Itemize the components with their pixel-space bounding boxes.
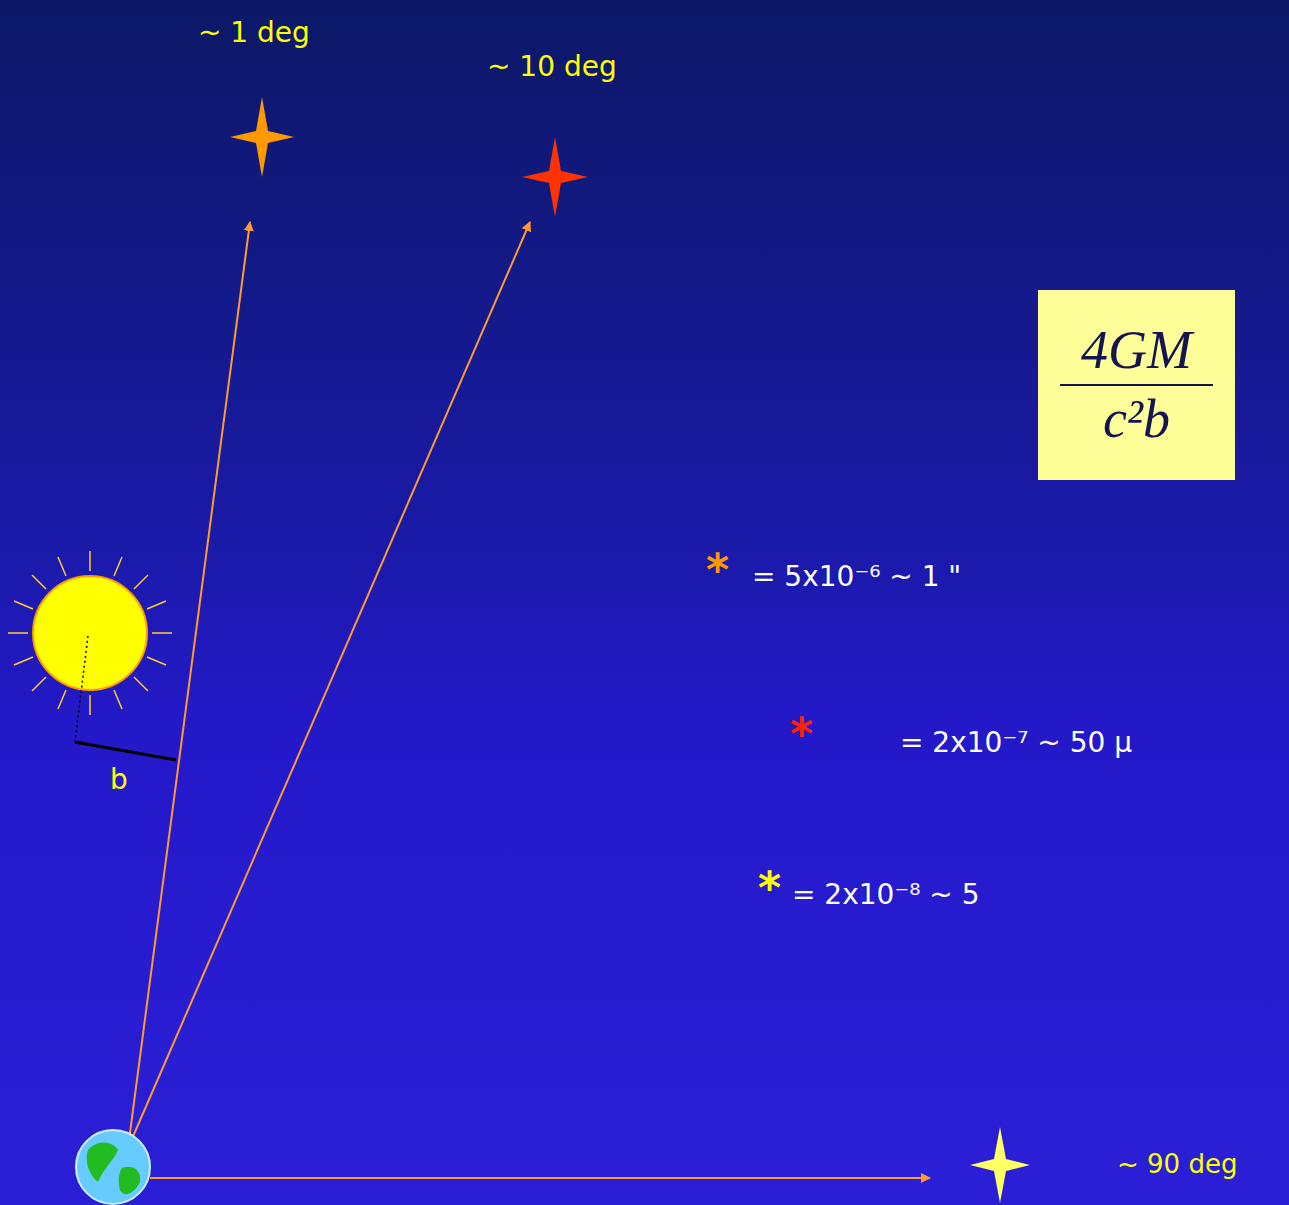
earth bbox=[76, 1130, 150, 1204]
deflection-value: = 2x10⁻⁷ ~ 50 µ bbox=[900, 728, 1132, 759]
sun bbox=[33, 576, 147, 690]
formula-box: 4GM c²b bbox=[1038, 290, 1235, 480]
earth-land bbox=[87, 1143, 118, 1183]
light-ray bbox=[150, 1177, 930, 1179]
angle-label: ~ 1 deg bbox=[198, 18, 310, 49]
fraction-bar bbox=[1060, 384, 1213, 386]
earth-land bbox=[119, 1167, 141, 1194]
formula-numerator: 4GM bbox=[1081, 321, 1192, 380]
star-marker: * bbox=[706, 546, 729, 594]
star bbox=[522, 137, 588, 217]
radius-dotted bbox=[75, 636, 88, 742]
star bbox=[230, 97, 294, 177]
sun-rays bbox=[8, 551, 172, 715]
impact-parameter-label: b bbox=[110, 765, 128, 796]
star-marker: * bbox=[790, 710, 813, 758]
deflection-value: = 2x10⁻⁸ ~ 5 bbox=[792, 880, 979, 911]
star-marker: * bbox=[758, 864, 781, 912]
angle-label: ~ 10 deg bbox=[487, 52, 617, 83]
light-ray bbox=[128, 222, 530, 1148]
star bbox=[970, 1127, 1030, 1203]
deflection-value: = 5x10⁻⁶ ~ 1 " bbox=[752, 562, 961, 593]
angle-label: ~ 90 deg bbox=[1117, 1150, 1237, 1179]
impact-parameter-line bbox=[75, 742, 176, 760]
formula-denominator: c²b bbox=[1103, 390, 1170, 449]
